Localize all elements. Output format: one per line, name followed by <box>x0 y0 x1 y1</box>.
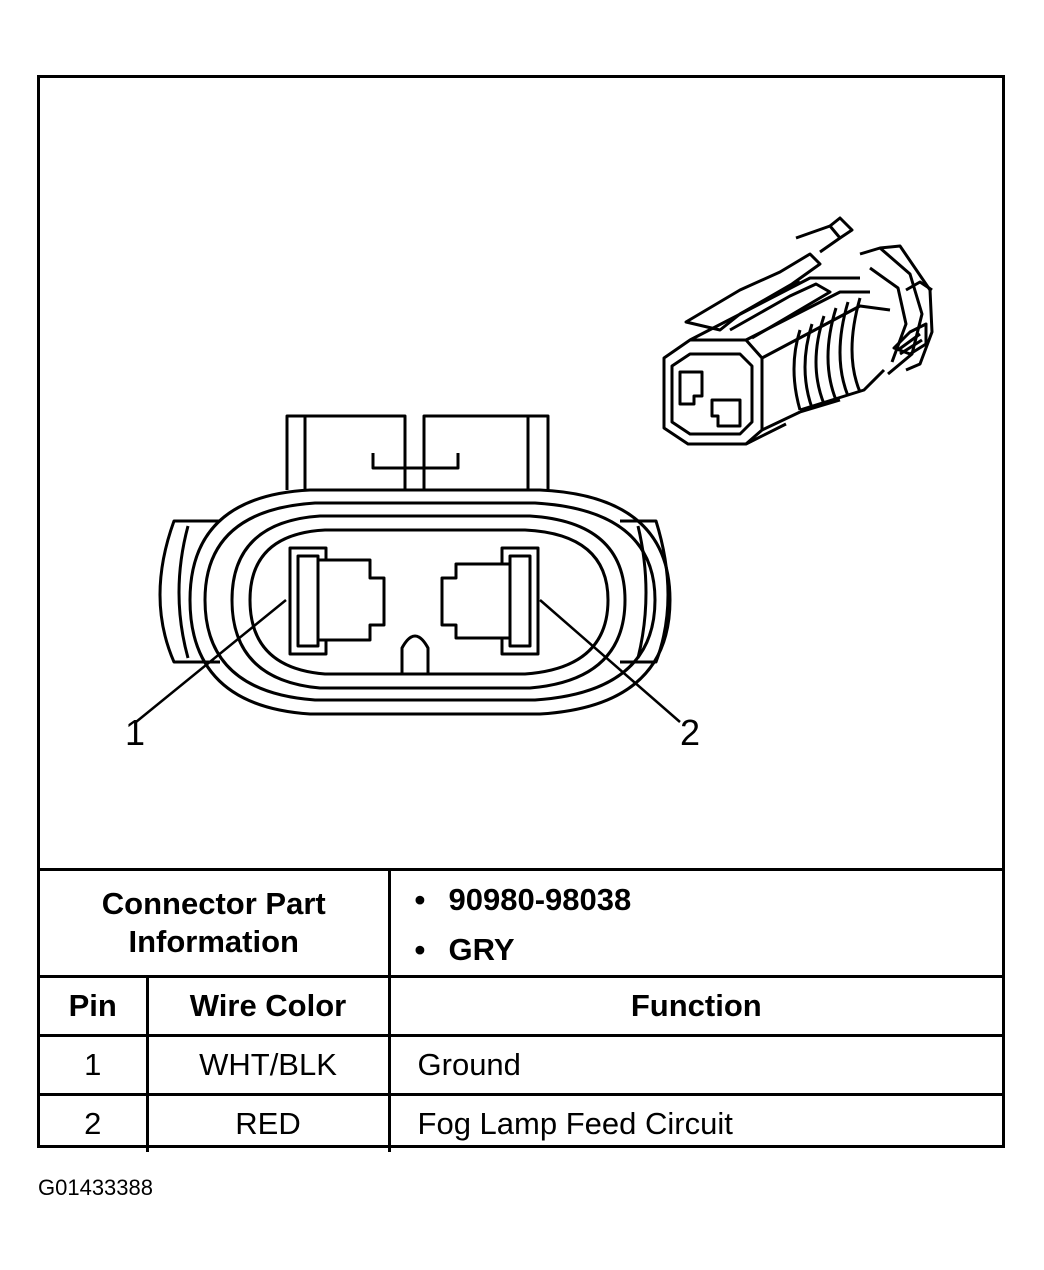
connector-part-label-line2: Information <box>128 924 300 959</box>
header-wire-color: Wire Color <box>145 975 391 1037</box>
connector-illustration <box>135 216 934 723</box>
pin1-leader <box>135 599 287 723</box>
function-cell: Ground <box>387 1034 1003 1096</box>
wire-color-cell: RED <box>145 1093 391 1152</box>
connector-drawing: 1 2 <box>40 78 1002 868</box>
connector-isometric-view <box>662 216 934 446</box>
connector-part-info-list: • 90980-98038 • GRY <box>387 868 1003 978</box>
connector-part-info-label: Connector Part Information <box>40 868 391 978</box>
figure-id: G01433388 <box>38 1175 153 1200</box>
part-number-item: • 90980-98038 <box>415 875 1003 925</box>
connector-color: GRY <box>448 932 515 967</box>
diagram-frame: 1 2 Connector Part Information • 90980-9… <box>37 75 1005 1152</box>
wire-color-cell: WHT/BLK <box>145 1034 391 1096</box>
table-header-row: Pin Wire Color Function <box>40 975 1003 1037</box>
pin2-leader <box>539 599 681 723</box>
connector-part-info-row: Connector Part Information • 90980-98038… <box>40 868 1003 978</box>
pin-cell: 1 <box>40 1034 149 1096</box>
table-row: 1 WHT/BLK Ground <box>40 1034 1003 1096</box>
connector-face-view <box>158 414 672 716</box>
pin-cell: 2 <box>40 1093 149 1152</box>
bullet-icon: • <box>414 932 426 967</box>
table-row: 2 RED Fog Lamp Feed Circuit <box>40 1093 1003 1152</box>
header-pin: Pin <box>40 975 149 1037</box>
pin-2-callout: 2 <box>680 712 701 753</box>
connector-color-item: • GRY <box>415 925 1003 975</box>
pin-1-callout: 1 <box>125 712 146 753</box>
part-number: 90980-98038 <box>448 882 632 917</box>
header-function: Function <box>387 975 1003 1037</box>
connector-part-label-line1: Connector Part <box>101 886 326 921</box>
function-cell: Fog Lamp Feed Circuit <box>387 1093 1003 1152</box>
bullet-icon: • <box>414 882 426 917</box>
connector-pinout-table: Connector Part Information • 90980-98038… <box>40 868 1003 1152</box>
